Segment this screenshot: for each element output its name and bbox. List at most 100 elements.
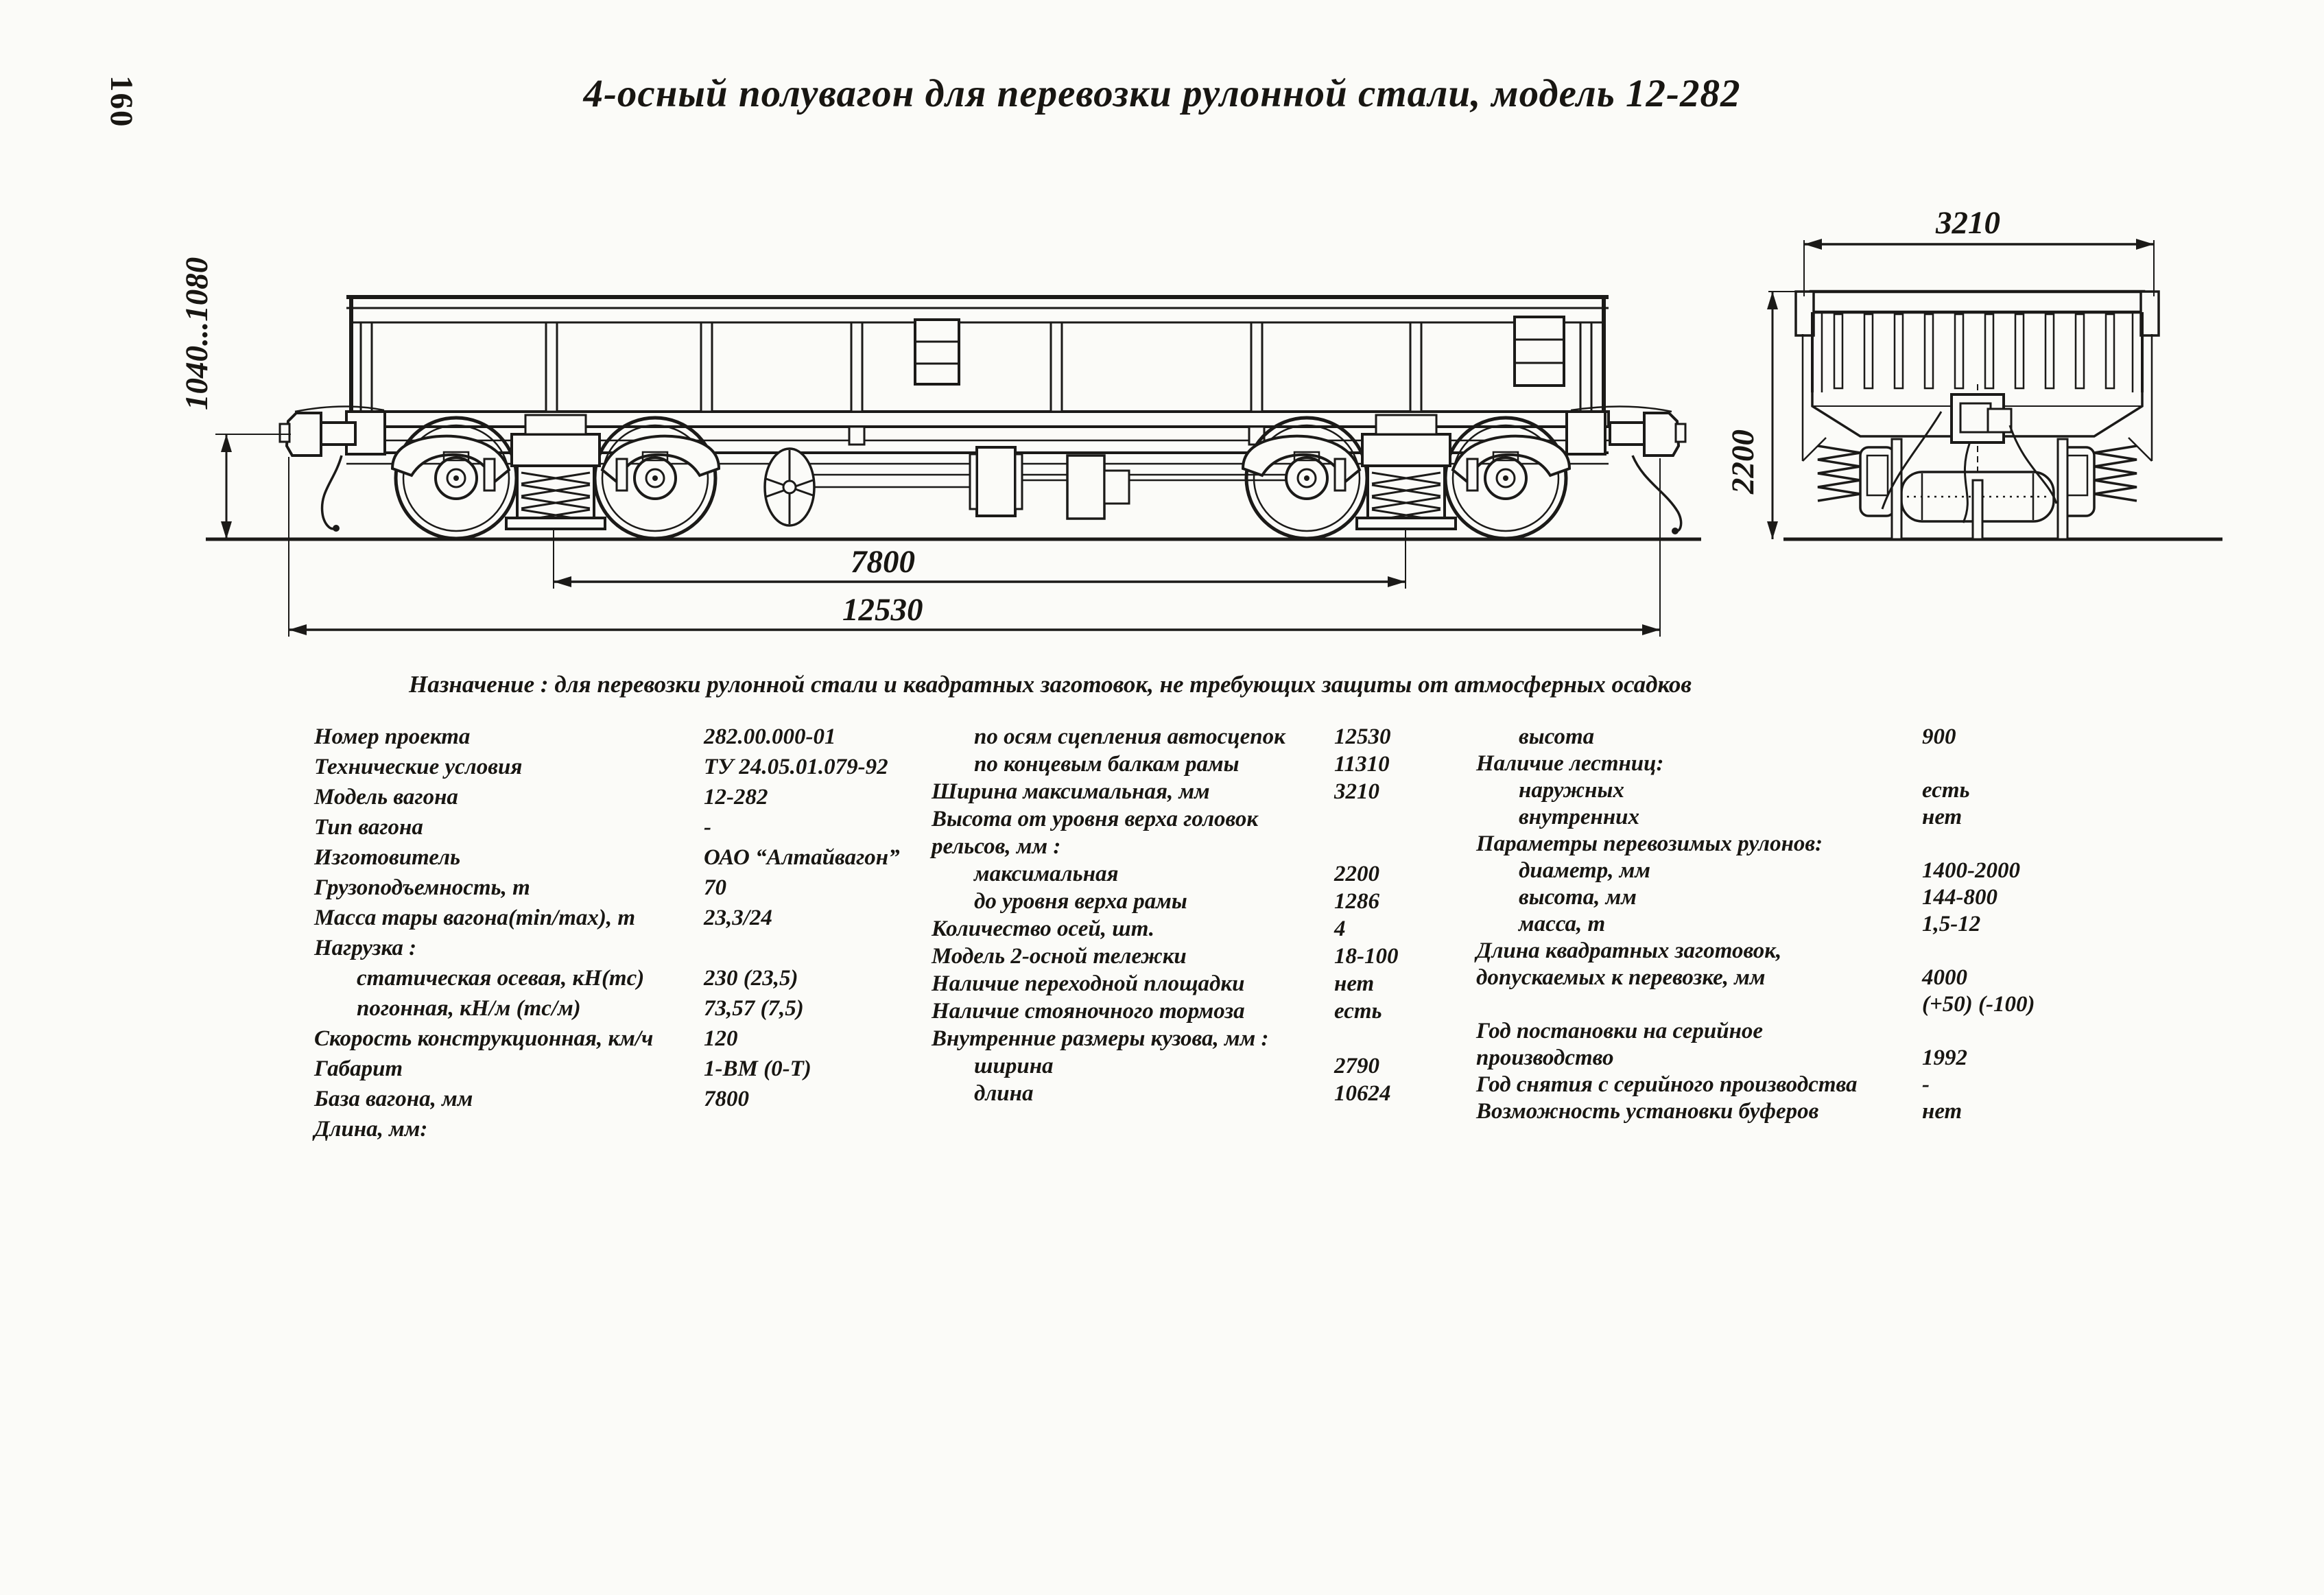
dim-label-coupler-height: 1040...1080: [179, 257, 215, 410]
spec-label: Модель 2-осной тележки: [932, 944, 1187, 969]
spec-value: 2790: [1334, 1054, 1379, 1078]
spec-label: Год постановки на серийное: [1476, 1019, 1764, 1043]
spec-value: 2200: [1334, 862, 1379, 886]
spec-value: нет: [1334, 971, 1375, 996]
spec-row: Возможность установки буферов нет: [1476, 1099, 2035, 1126]
spec-value: 3210: [1334, 779, 1379, 804]
side-view: 1040...1080 7800 12530: [179, 257, 1701, 637]
spec-row: Внутренние размеры кузова, мм :: [932, 1026, 1399, 1054]
spec-row: (+50) (-100): [1476, 992, 2035, 1019]
spec-label: длина: [974, 1081, 1034, 1106]
spec-value: 230 (23,5): [704, 966, 798, 991]
spec-row: Год снятия с серийного производства -: [1476, 1072, 2035, 1099]
wagon-body: [345, 295, 1610, 456]
spec-value: нет: [1922, 1099, 1963, 1124]
spec-value: 1,5-12: [1922, 912, 1981, 936]
spec-value: 23,3/24: [704, 906, 772, 930]
spec-label: Технические условия: [314, 755, 523, 779]
spec-label: рельсов, мм :: [932, 834, 1061, 859]
spec-row: высота 900: [1476, 724, 2035, 751]
spec-label: ширина: [974, 1054, 1054, 1078]
wagon-drawing: 1040...1080 7800 12530: [171, 177, 2270, 674]
bogie-left: [392, 415, 719, 539]
spec-label: Масса тары вагона(min/max), т: [314, 906, 636, 930]
spec-label: Тип вагона: [314, 815, 423, 840]
page-title: 4-осный полувагон для перевозки рулонной…: [583, 72, 1741, 115]
spec-value: ОАО “Алтайвагон”: [704, 845, 900, 870]
spec-row: внутренних нет: [1476, 805, 2035, 831]
spec-row: База вагона, мм 7800: [314, 1087, 900, 1117]
spec-value: -: [1922, 1072, 1930, 1097]
spec-value: 4000: [1922, 965, 1967, 990]
spec-label: производство: [1476, 1045, 1614, 1070]
spec-value: ТУ 24.05.01.079-92: [704, 755, 888, 779]
spec-label: Изготовитель: [314, 845, 461, 870]
spec-label: Год снятия с серийного производства: [1476, 1072, 1858, 1097]
spec-label: Длина, мм:: [314, 1117, 428, 1142]
dim-label-end-width: 3210: [1935, 205, 2000, 241]
spring-right: [2094, 445, 2137, 502]
spec-row: Высота от уровня верха головок: [932, 807, 1399, 834]
spec-value: 7800: [704, 1087, 749, 1111]
spec-row: Наличие лестниц:: [1476, 751, 2035, 778]
spec-row: Габарит 1-ВМ (0-Т): [314, 1056, 900, 1087]
spec-column-2: по осям сцепления автосцепок 12530 по ко…: [932, 724, 1399, 1109]
spec-row: максимальная 2200: [932, 862, 1399, 889]
spec-label: Модель вагона: [314, 785, 458, 810]
spec-label: диаметр, мм: [1519, 858, 1650, 883]
dim-end-width: 3210: [1803, 205, 2155, 296]
dim-coupler-height: 1040...1080: [179, 257, 291, 539]
spec-label: Параметры перевозимых рулонов:: [1476, 831, 1823, 856]
spec-row: Длина, мм:: [314, 1117, 900, 1147]
spec-label: Габарит: [314, 1056, 403, 1081]
spec-value: 1-ВМ (0-Т): [704, 1056, 811, 1081]
spec-row: Ширина максимальная, мм 3210: [932, 779, 1399, 807]
spec-row: Наличие стояночного тормоза есть: [932, 999, 1399, 1026]
spec-label: высота: [1519, 724, 1595, 749]
spec-row: рельсов, мм :: [932, 834, 1399, 862]
spec-row: Технические условия ТУ 24.05.01.079-92: [314, 755, 900, 785]
spec-row: погонная, кН/м (тс/м) 73,57 (7,5): [314, 996, 900, 1026]
spec-row: Наличие переходной площадки нет: [932, 971, 1399, 999]
spec-row: ширина 2790: [932, 1054, 1399, 1081]
spec-label: Возможность установки буферов: [1476, 1099, 1819, 1124]
spec-row: диаметр, мм 1400-2000: [1476, 858, 2035, 885]
dim-base: 7800: [553, 530, 1406, 589]
spec-value: -: [704, 815, 711, 840]
spec-label: Наличие лестниц:: [1476, 751, 1664, 776]
spec-label: по осям сцепления автосцепок: [974, 724, 1285, 749]
spec-label: масса, т: [1519, 912, 1606, 936]
spec-column-1: Номер проекта 282.00.000-01 Технические …: [314, 724, 900, 1147]
page-number: 160: [104, 75, 139, 128]
dim-label-end-height: 2200: [1725, 429, 1761, 495]
spec-label: высота, мм: [1519, 885, 1637, 910]
spec-value: 12-282: [704, 785, 768, 810]
dim-end-height: 2200: [1725, 291, 1816, 539]
spec-row: Изготовитель ОАО “Алтайвагон”: [314, 845, 900, 875]
spec-value: 120: [704, 1026, 738, 1051]
spec-row: по осям сцепления автосцепок 12530: [932, 724, 1399, 752]
spec-label: Нагрузка :: [314, 936, 417, 960]
spec-label: Грузоподъемность, т: [314, 875, 530, 900]
spec-row: Нагрузка :: [314, 936, 900, 966]
spec-label: допускаемых к перевозке, мм: [1476, 965, 1766, 990]
spec-value: 1400-2000: [1922, 858, 2020, 883]
body-ladder-right: [1513, 316, 1565, 387]
spec-row: Длина квадратных заготовок,: [1476, 938, 2035, 965]
spec-row: Модель 2-осной тележки 18-100: [932, 944, 1399, 971]
spec-row: до уровня верха рамы 1286: [932, 889, 1399, 917]
spec-label: по концевым балкам рамы: [974, 752, 1240, 777]
spec-value: есть: [1922, 778, 1970, 803]
spring-left: [1817, 445, 1861, 502]
spec-row: Тип вагона -: [314, 815, 900, 845]
spec-label: Внутренние размеры кузова, мм :: [932, 1026, 1269, 1051]
dim-label-base: 7800: [851, 544, 915, 580]
spec-value: 900: [1922, 724, 1956, 749]
spec-row: Номер проекта 282.00.000-01: [314, 724, 900, 755]
spec-row: по концевым балкам рамы 11310: [932, 752, 1399, 779]
end-view: 3210 2200: [1725, 205, 2222, 541]
body-ladder-middle: [914, 318, 960, 386]
spec-column-3: высота 900 Наличие лестниц: наружных ест…: [1476, 724, 2035, 1126]
spec-value: 73,57 (7,5): [704, 996, 804, 1021]
